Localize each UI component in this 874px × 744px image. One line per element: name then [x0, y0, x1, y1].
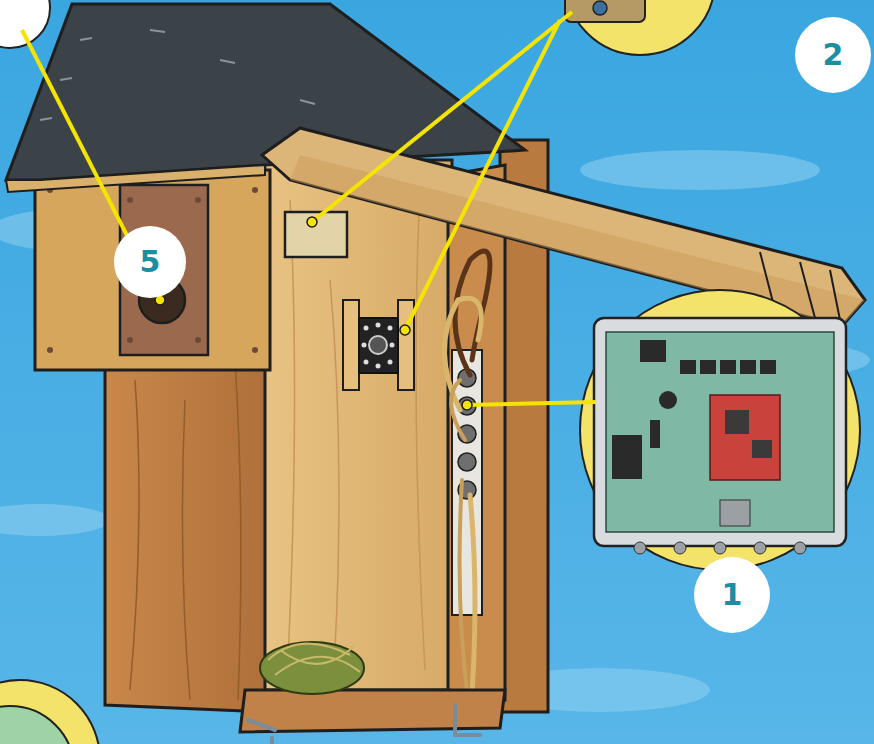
leader-dots — [155, 217, 472, 410]
lid-shade — [290, 155, 865, 326]
lid — [262, 128, 865, 326]
camera-lens — [369, 336, 387, 354]
inset-circle — [0, 680, 100, 744]
callout-number: 2 — [796, 35, 870, 75]
nest — [260, 642, 364, 694]
cable-glands — [634, 542, 806, 554]
pcb-board — [606, 332, 834, 532]
screws — [47, 187, 258, 353]
chip — [725, 410, 749, 434]
ethernet-port — [720, 500, 750, 526]
leader-lines — [22, 12, 596, 405]
clouds — [0, 150, 870, 712]
inset-circle — [565, 0, 715, 55]
wood-grain — [288, 190, 425, 670]
sensor-box — [285, 212, 347, 257]
compute-module — [710, 395, 780, 480]
cable-strip — [452, 350, 482, 615]
buzzer — [659, 391, 677, 409]
roof-edge — [6, 165, 265, 192]
floor — [240, 690, 505, 732]
callout-number: 1 — [695, 575, 769, 615]
wood-grain — [130, 360, 241, 700]
inset-circle — [580, 290, 860, 570]
inset-circle — [0, 706, 74, 744]
entrance-block — [35, 170, 270, 370]
callout-circle — [694, 557, 770, 633]
cables — [444, 251, 490, 720]
callout-circle — [114, 226, 186, 298]
camera-rail — [343, 300, 359, 390]
chip — [752, 440, 772, 458]
camera-module — [359, 318, 398, 373]
inset-lens — [593, 1, 607, 15]
callout-number: 5 — [113, 242, 187, 282]
callout-circle — [0, 0, 50, 48]
enclosure — [594, 318, 846, 546]
shingle-marks — [40, 30, 315, 120]
inset-sensor — [565, 0, 645, 22]
ir-leds — [362, 323, 395, 369]
callout-circle — [795, 17, 871, 93]
back-wall — [262, 160, 452, 690]
hooks — [248, 220, 480, 744]
